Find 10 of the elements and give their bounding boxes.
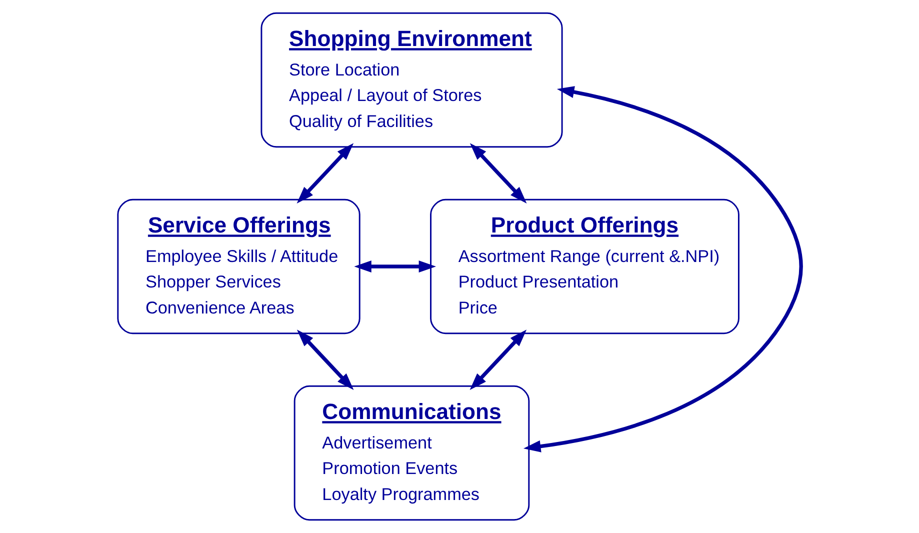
node-box: Communications Advertisement Promotion Events Loyalty Programmes [294, 385, 530, 521]
arrow [296, 330, 354, 390]
node-box: Shopping Environment Store Location Appeal / Layout of Stores Quality of Facilities [260, 12, 563, 148]
node-box: Product Offerings Assortment Range (current &.NPI) Product Presentation Price [430, 198, 740, 334]
arrow [523, 86, 803, 452]
node-box: Service Offerings Employee Skills / Attitude Shopper Services Convenience Areas [117, 198, 360, 334]
arrow [470, 330, 527, 390]
arrow [470, 143, 527, 204]
arrow [354, 260, 436, 273]
arrow [296, 143, 354, 204]
